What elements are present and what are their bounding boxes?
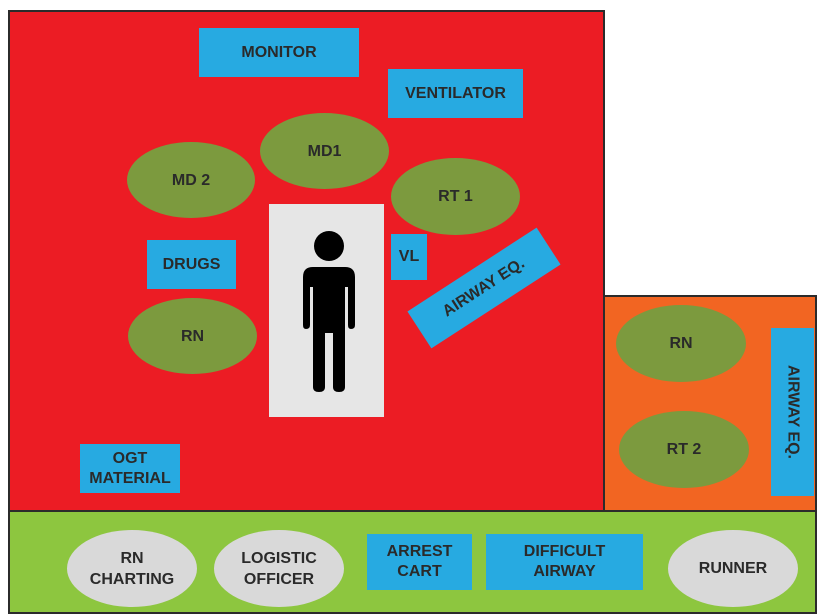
- ogt-material-box: OGT MATERIAL: [80, 444, 180, 493]
- rn-charting-staff: RN CHARTING: [67, 530, 197, 607]
- vl-box: VL: [391, 234, 427, 280]
- monitor-box: MONITOR: [199, 28, 359, 77]
- rn-staff-side: RN: [616, 305, 746, 382]
- rn-staff: RN: [128, 298, 257, 374]
- logistic-officer-staff: LOGISTIC OFFICER: [214, 530, 344, 607]
- airway-eq-box-vertical: AIRWAY EQ.: [771, 328, 814, 496]
- drugs-box: DRUGS: [147, 240, 236, 289]
- md2-staff: MD 2: [127, 142, 255, 218]
- rt1-staff: RT 1: [391, 158, 520, 235]
- arrest-cart-box: ARREST CART: [367, 534, 472, 590]
- person-icon: [303, 231, 355, 392]
- rt2-staff: RT 2: [619, 411, 749, 488]
- difficult-airway-box: DIFFICULT AIRWAY: [486, 534, 643, 590]
- runner-staff: RUNNER: [668, 530, 798, 607]
- md1-staff: MD1: [260, 113, 389, 189]
- ventilator-box: VENTILATOR: [388, 69, 523, 118]
